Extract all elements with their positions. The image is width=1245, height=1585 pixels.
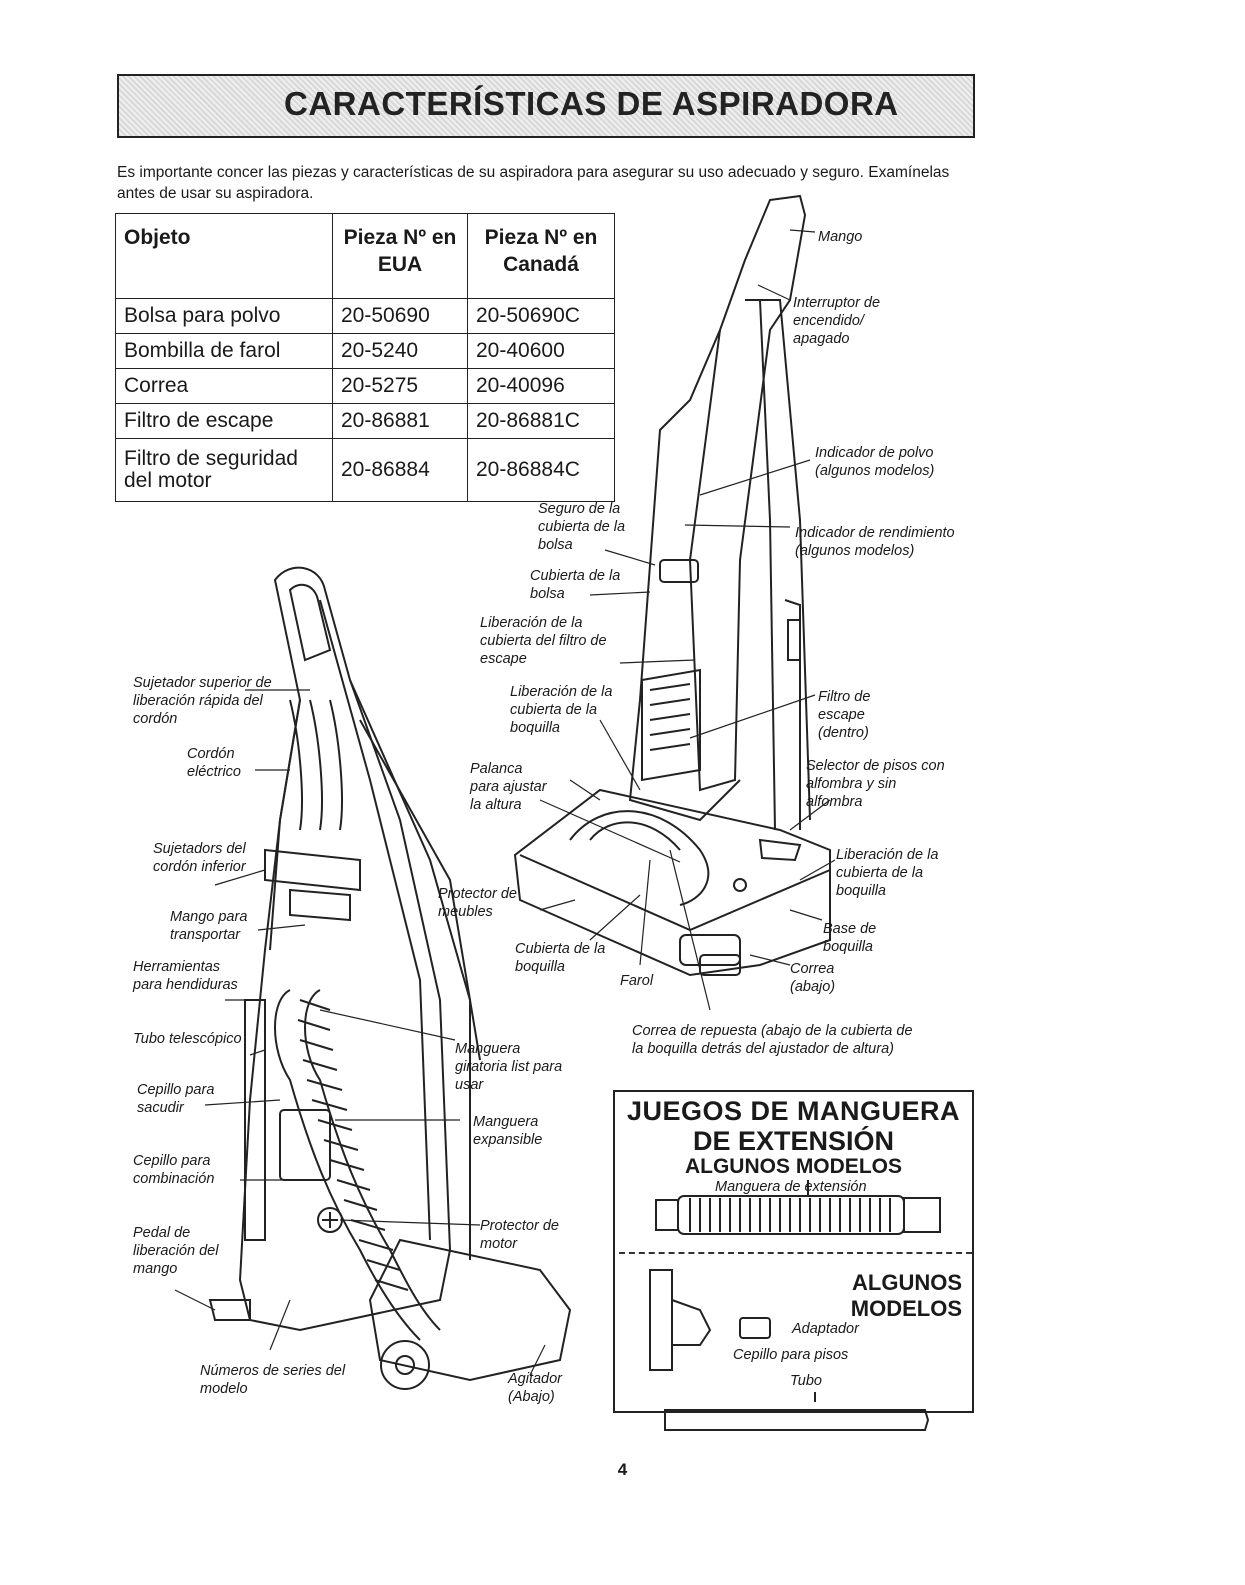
page-title: CARACTERÍSTICAS DE ASPIRADORA: [284, 85, 899, 122]
accessory-illustrations: [649, 1180, 941, 1431]
label-agitador: Agitador (Abajo): [508, 1371, 563, 1405]
label-cordon: Cordón eléctrico: [187, 746, 241, 780]
dashed-divider: [619, 1252, 972, 1254]
label-liberacion-boquilla-derecha: Liberación de la cubierta de la boquilla: [836, 847, 939, 899]
cell-eua: 20-86884: [332, 438, 468, 502]
cell-canada: 20-86881C: [467, 403, 615, 439]
leader-lines: [174, 229, 836, 1376]
label-manguera-extension: Manguera de extensión: [715, 1179, 867, 1195]
table-row: Filtro de escape 20-86881 20-86881C: [115, 403, 615, 439]
juegos-title-2: DE EXTENSIÓN: [692, 1126, 895, 1156]
label-liberacion-boquilla: Liberación de la cubierta de la boquilla: [510, 684, 613, 736]
table-row: Filtro de seguridad del motor 20-86884 2…: [115, 438, 615, 502]
juegos-title-1: JUEGOS DE MANGUERA: [626, 1096, 961, 1126]
label-mango: Mango: [818, 229, 863, 245]
label-tubo-telescopico: Tubo telescópico: [133, 1031, 242, 1047]
label-indicador-polvo: Indicador de polvo (algunos modelos): [815, 445, 935, 479]
label-mango-transportar: Mango para transportar: [170, 909, 248, 943]
cell-canada: 20-40600: [467, 333, 615, 369]
cell-objeto: Filtro de escape: [115, 403, 333, 439]
table-row: Bombilla de farol 20-5240 20-40600: [115, 333, 615, 369]
rear-vacuum-illustration: [208, 566, 572, 1390]
extension-hose-box: JUEGOS DE MANGUERA DE EXTENSIÓN ALGUNOS …: [613, 1090, 974, 1413]
label-filtro-escape: Filtro de escape (dentro): [818, 689, 871, 741]
front-vacuum-illustration: [513, 194, 831, 977]
label-selector-pisos: Selector de pisos con alfombra y sin alf…: [806, 758, 945, 810]
parts-table: Objeto Pieza Nº en EUA Pieza Nº en Canad…: [115, 213, 615, 502]
label-correa-repuesta: Correa de repuesta (abajo de la cubierta…: [632, 1023, 913, 1057]
title-banner: CARACTERÍSTICAS DE ASPIRADORA: [117, 74, 975, 138]
page-number: 4: [617, 1460, 628, 1479]
label-liberacion-filtro: Liberación de la cubierta del filtro de …: [480, 615, 607, 667]
label-cepillo-combinacion: Cepillo para combinación: [133, 1153, 215, 1187]
cell-objeto: Bolsa para polvo: [115, 298, 333, 334]
label-farol: Farol: [620, 973, 654, 989]
table-row: Correa 20-5275 20-40096: [115, 368, 615, 404]
label-seguro-cubierta: Seguro de la cubierta de la bolsa: [538, 501, 626, 553]
label-cepillo-pisos: Cepillo para pisos: [733, 1347, 849, 1363]
label-interruptor: Interruptor de encendido/ apagado: [793, 295, 881, 347]
label-protector-motor: Protector de motor: [480, 1218, 559, 1252]
algunos-modelos-label: ALGUNOS MODELOS: [851, 1270, 962, 1322]
cell-eua: 20-86881: [332, 403, 468, 439]
cell-eua: 20-5240: [332, 333, 468, 369]
label-sujetador-superior: Sujetador superior de liberación rápida …: [133, 675, 272, 727]
algunos-line-2: MODELOS: [850, 1296, 962, 1321]
label-sujetadors-inferior: Sujetadors del cordón inferior: [153, 841, 246, 875]
cell-objeto: Filtro de seguridad del motor: [115, 438, 333, 502]
cell-objeto: Correa: [115, 368, 333, 404]
label-cepillo-sacudir: Cepillo para sacudir: [137, 1082, 215, 1116]
header-pieza-canada: Pieza Nº en Canadá: [467, 213, 615, 299]
label-tubo: Tubo: [790, 1373, 822, 1389]
label-adaptador: Adaptador: [792, 1321, 859, 1337]
label-correa: Correa (abajo): [790, 961, 836, 995]
label-palanca: Palanca para ajustar la altura: [470, 761, 547, 813]
intro-paragraph: Es importante concer las piezas y caract…: [117, 164, 950, 202]
label-protector-muebles: Protector de meubles: [438, 886, 517, 920]
label-base-boquilla: Base de boquilla: [823, 921, 877, 955]
label-numeros-serie: Números de series del modelo: [200, 1363, 346, 1397]
label-manguera-giratoria: Manguera giratoria list para usar: [455, 1041, 563, 1093]
label-herramientas: Herramientas para hendiduras: [133, 959, 238, 993]
cell-canada: 20-40096: [467, 368, 615, 404]
label-indicador-rendimiento: Indicador de rendimiento (algunos modelo…: [795, 525, 955, 559]
algunos-line-1: ALGUNOS: [852, 1270, 962, 1295]
label-cubierta-bolsa: Cubierta de la bolsa: [530, 568, 621, 602]
label-manguera-expansible: Manguera expansible: [473, 1114, 543, 1148]
table-header-row: Objeto Pieza Nº en EUA Pieza Nº en Canad…: [115, 213, 615, 299]
label-cubierta-boquilla: Cubierta de la boquilla: [515, 941, 606, 975]
label-pedal: Pedal de liberación del mango: [133, 1225, 219, 1277]
cell-canada: 20-86884C: [467, 438, 615, 502]
juegos-title-3: ALGUNOS MODELOS: [684, 1155, 902, 1178]
